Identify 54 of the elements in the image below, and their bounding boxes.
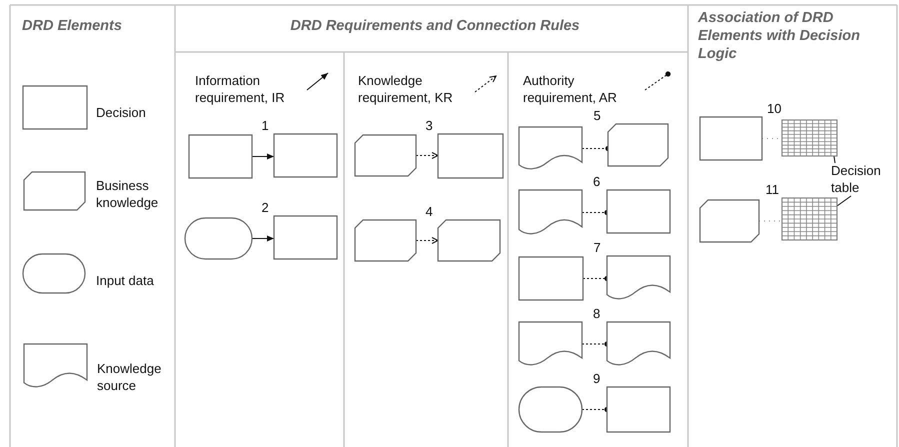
column-heading: DRD Requirements and Connection Rules bbox=[289, 17, 581, 35]
edge-label: 2 bbox=[260, 201, 270, 215]
requirement-label: Knowledge requirement, KR bbox=[358, 72, 454, 106]
edge-label: 9 bbox=[592, 372, 602, 386]
arrow bbox=[416, 152, 438, 159]
table-grid-icon bbox=[782, 120, 837, 156]
edge-label: 3 bbox=[424, 119, 434, 133]
rectangle-shape bbox=[274, 134, 337, 177]
document-shape bbox=[519, 190, 582, 235]
document-shape bbox=[24, 344, 87, 388]
rectangle-shape bbox=[607, 387, 670, 432]
rounded-shape bbox=[185, 218, 252, 259]
cut-corner-shape bbox=[355, 220, 416, 261]
rectangle-shape bbox=[189, 135, 252, 178]
edge-label: 1 bbox=[260, 119, 270, 133]
requirement-label: Authority requirement, AR bbox=[523, 72, 618, 106]
rounded-shape bbox=[519, 387, 582, 432]
document-shape bbox=[519, 322, 582, 366]
callout-text: Decision table bbox=[831, 162, 893, 196]
edge-label: 10 bbox=[766, 102, 782, 116]
element-label: Business knowledge bbox=[96, 177, 160, 211]
cut-corner-shape bbox=[24, 172, 85, 210]
edge-label: 6 bbox=[592, 175, 602, 189]
rounded-shape bbox=[23, 254, 85, 293]
cut-corner-shape bbox=[700, 200, 759, 242]
leader-line bbox=[834, 156, 836, 164]
rectangle-shape bbox=[274, 216, 337, 259]
column-heading: Association of DRD Elements with Decision Logic bbox=[698, 9, 861, 63]
edge-label: 7 bbox=[592, 241, 602, 255]
edge-label: 4 bbox=[424, 205, 434, 219]
table-grid-icon bbox=[782, 198, 837, 240]
element-label: Knowledge source bbox=[97, 360, 162, 394]
element-label: Decision bbox=[96, 104, 147, 121]
edge-label: 11 bbox=[764, 183, 780, 197]
arrow bbox=[252, 236, 274, 242]
column-heading: DRD Elements bbox=[22, 17, 123, 35]
edge-label: 8 bbox=[592, 307, 602, 321]
requirement-label: Information requirement, IR bbox=[195, 72, 286, 106]
rectangle-shape bbox=[23, 86, 87, 129]
rectangle-shape bbox=[519, 257, 583, 300]
leader-line bbox=[836, 196, 852, 206]
cut-corner-shape bbox=[438, 220, 500, 261]
arrow bbox=[416, 237, 438, 244]
document-shape bbox=[607, 322, 670, 366]
element-label: Input data bbox=[96, 272, 155, 289]
document-shape bbox=[607, 256, 670, 300]
cut-corner-shape bbox=[355, 135, 416, 176]
rectangle-shape bbox=[438, 134, 503, 178]
edge-label: 5 bbox=[592, 109, 602, 123]
rectangle-shape bbox=[607, 190, 670, 233]
document-shape bbox=[519, 127, 582, 170]
arrow bbox=[252, 154, 274, 160]
rectangle-shape bbox=[700, 117, 762, 160]
cut-corner-shape bbox=[608, 124, 668, 166]
